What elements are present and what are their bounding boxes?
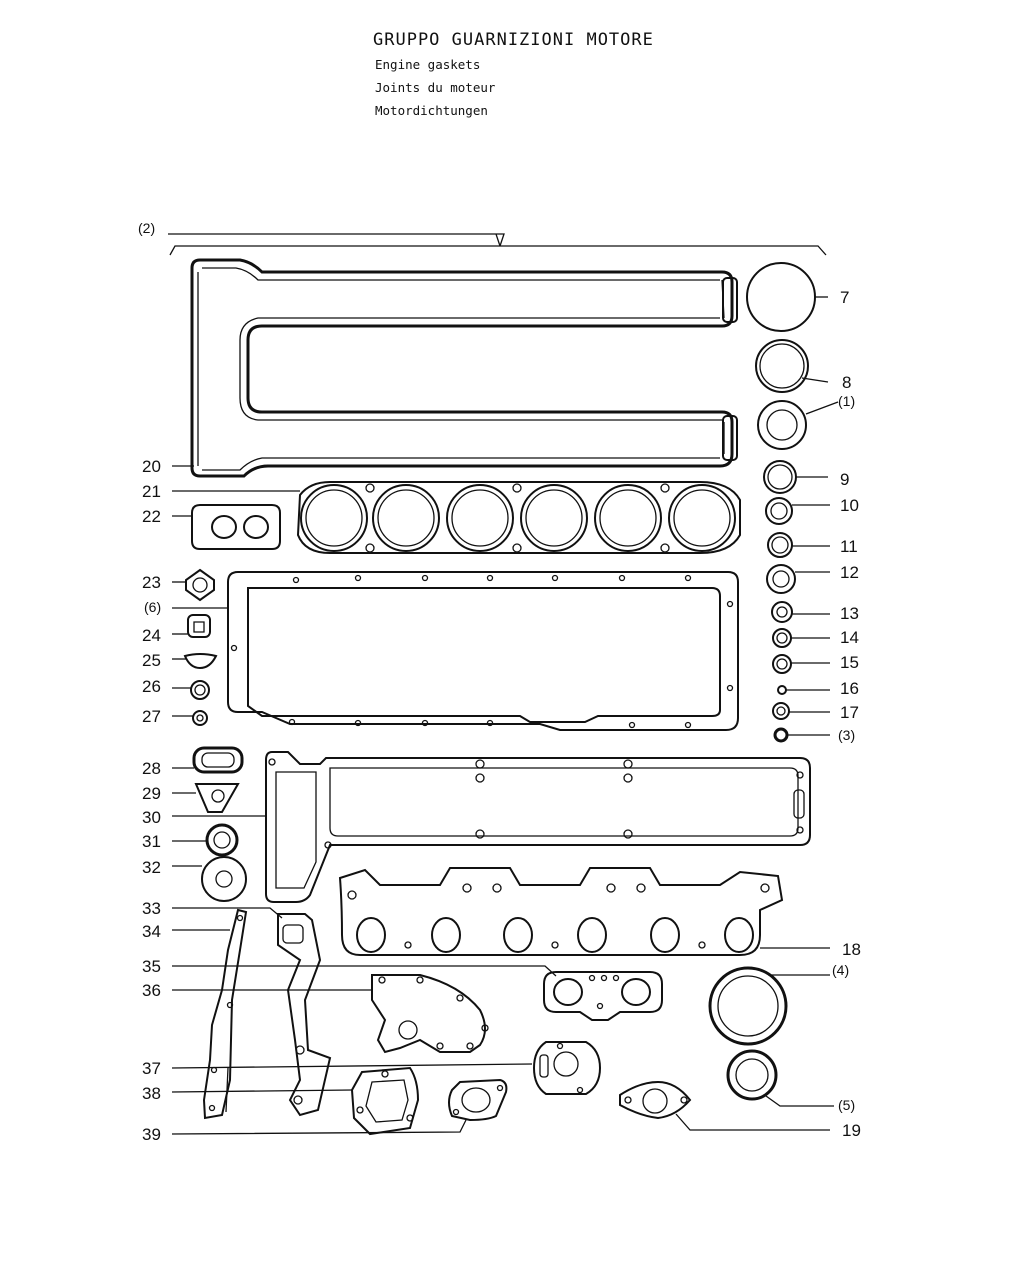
gasket-33: [277, 913, 332, 1117]
washer-11: [767, 532, 793, 558]
callout-23: 23: [142, 573, 161, 592]
callout-6: (6): [144, 599, 161, 615]
gasket-29: [194, 783, 240, 813]
callout-37: 37: [142, 1059, 161, 1078]
subtitle-english: Engine gaskets: [375, 57, 481, 72]
callout-18: 18: [842, 940, 861, 959]
callout-27: 27: [142, 707, 161, 726]
small-gasket-set-left-lower: [192, 746, 247, 902]
seal-31: [205, 823, 239, 857]
intake-gasket-35: [543, 971, 663, 1021]
callout-labels: 7 8 (1) 9 10 11 12 13 14 15 16 17 (3) 20…: [142, 288, 861, 1144]
washer-14: [772, 628, 792, 648]
oil-pan-gasket: [227, 571, 739, 731]
gasket-34: [202, 908, 248, 1120]
crankshaft-seal-5: [726, 1049, 778, 1101]
washer-32: [201, 856, 247, 902]
callout-9: 9: [840, 470, 849, 489]
crankshaft-seal-4: [708, 966, 788, 1046]
cylinder-head-gasket: [296, 481, 741, 554]
gasket-23: [185, 568, 215, 602]
callout-7: 7: [840, 288, 849, 307]
callout-33: 33: [142, 899, 161, 918]
gasket-22: [191, 504, 281, 550]
callout-28: 28: [142, 759, 161, 778]
callout-22: 22: [142, 507, 161, 526]
callout-31: 31: [142, 832, 161, 851]
gasket-38: [350, 1066, 420, 1136]
seal-ring-8: [755, 339, 809, 393]
gasket-39: [448, 1078, 508, 1122]
washer-17: [772, 702, 790, 720]
callout-8: 8: [842, 373, 851, 392]
callout-32: 32: [142, 858, 161, 877]
group-bracket: [168, 233, 827, 256]
washer-16: [777, 685, 787, 695]
washer-1: [757, 400, 807, 450]
gasket-25: [183, 653, 218, 670]
exhaust-manifold-gasket: [338, 867, 784, 956]
washer-10: [765, 497, 793, 525]
callout-3: (3): [838, 727, 855, 743]
washer-13: [771, 601, 793, 623]
callout-10: 10: [840, 496, 859, 515]
callout-19: 19: [842, 1121, 861, 1140]
callout-30: 30: [142, 808, 161, 827]
washer-15: [772, 654, 792, 674]
washer-26: [190, 680, 210, 700]
callout-34: 34: [142, 922, 161, 941]
gasket-37: [532, 1041, 602, 1095]
gasket-19: [619, 1080, 692, 1120]
callout-15: 15: [840, 653, 859, 672]
callout-leaders: [171, 296, 839, 1135]
callout-36: 36: [142, 981, 161, 1000]
callout-25: 25: [142, 651, 161, 670]
callout-24: 24: [142, 626, 161, 645]
callout-11: 11: [840, 537, 858, 556]
callout-35: 35: [142, 957, 161, 976]
callout-5: (5): [838, 1097, 855, 1113]
washer-12: [766, 564, 796, 594]
gasket-24: [187, 614, 211, 638]
seal-ring-7: [746, 262, 816, 332]
washer-3: [773, 727, 789, 743]
washer-27: [192, 710, 208, 726]
callout-20: 20: [142, 457, 161, 476]
small-gasket-set-left: [183, 568, 218, 726]
callout-38: 38: [142, 1084, 161, 1103]
gasket-30: [265, 751, 811, 903]
gasket-28: [192, 746, 244, 774]
subtitle-french: Joints du moteur: [375, 80, 496, 95]
callout-39: 39: [142, 1125, 161, 1144]
valve-cover-gasket: [190, 258, 738, 478]
washer-set-right: [746, 262, 816, 743]
subtitle-german: Motordichtungen: [375, 103, 488, 118]
callout-12: 12: [840, 563, 859, 582]
callout-17: 17: [840, 703, 859, 722]
callout-21: 21: [142, 482, 161, 501]
callout-16: 16: [840, 679, 859, 698]
callout-26: 26: [142, 677, 161, 696]
diagram-title: GRUPPO GUARNIZIONI MOTORE: [373, 30, 654, 50]
callout-4: (4): [832, 962, 849, 978]
water-pump-gasket: [371, 974, 489, 1054]
callout-29: 29: [142, 784, 161, 803]
callout-1: (1): [838, 393, 855, 409]
washer-9: [763, 460, 797, 494]
callout-13: 13: [840, 604, 859, 623]
group-label: (2): [138, 220, 155, 236]
callout-14: 14: [840, 628, 859, 647]
